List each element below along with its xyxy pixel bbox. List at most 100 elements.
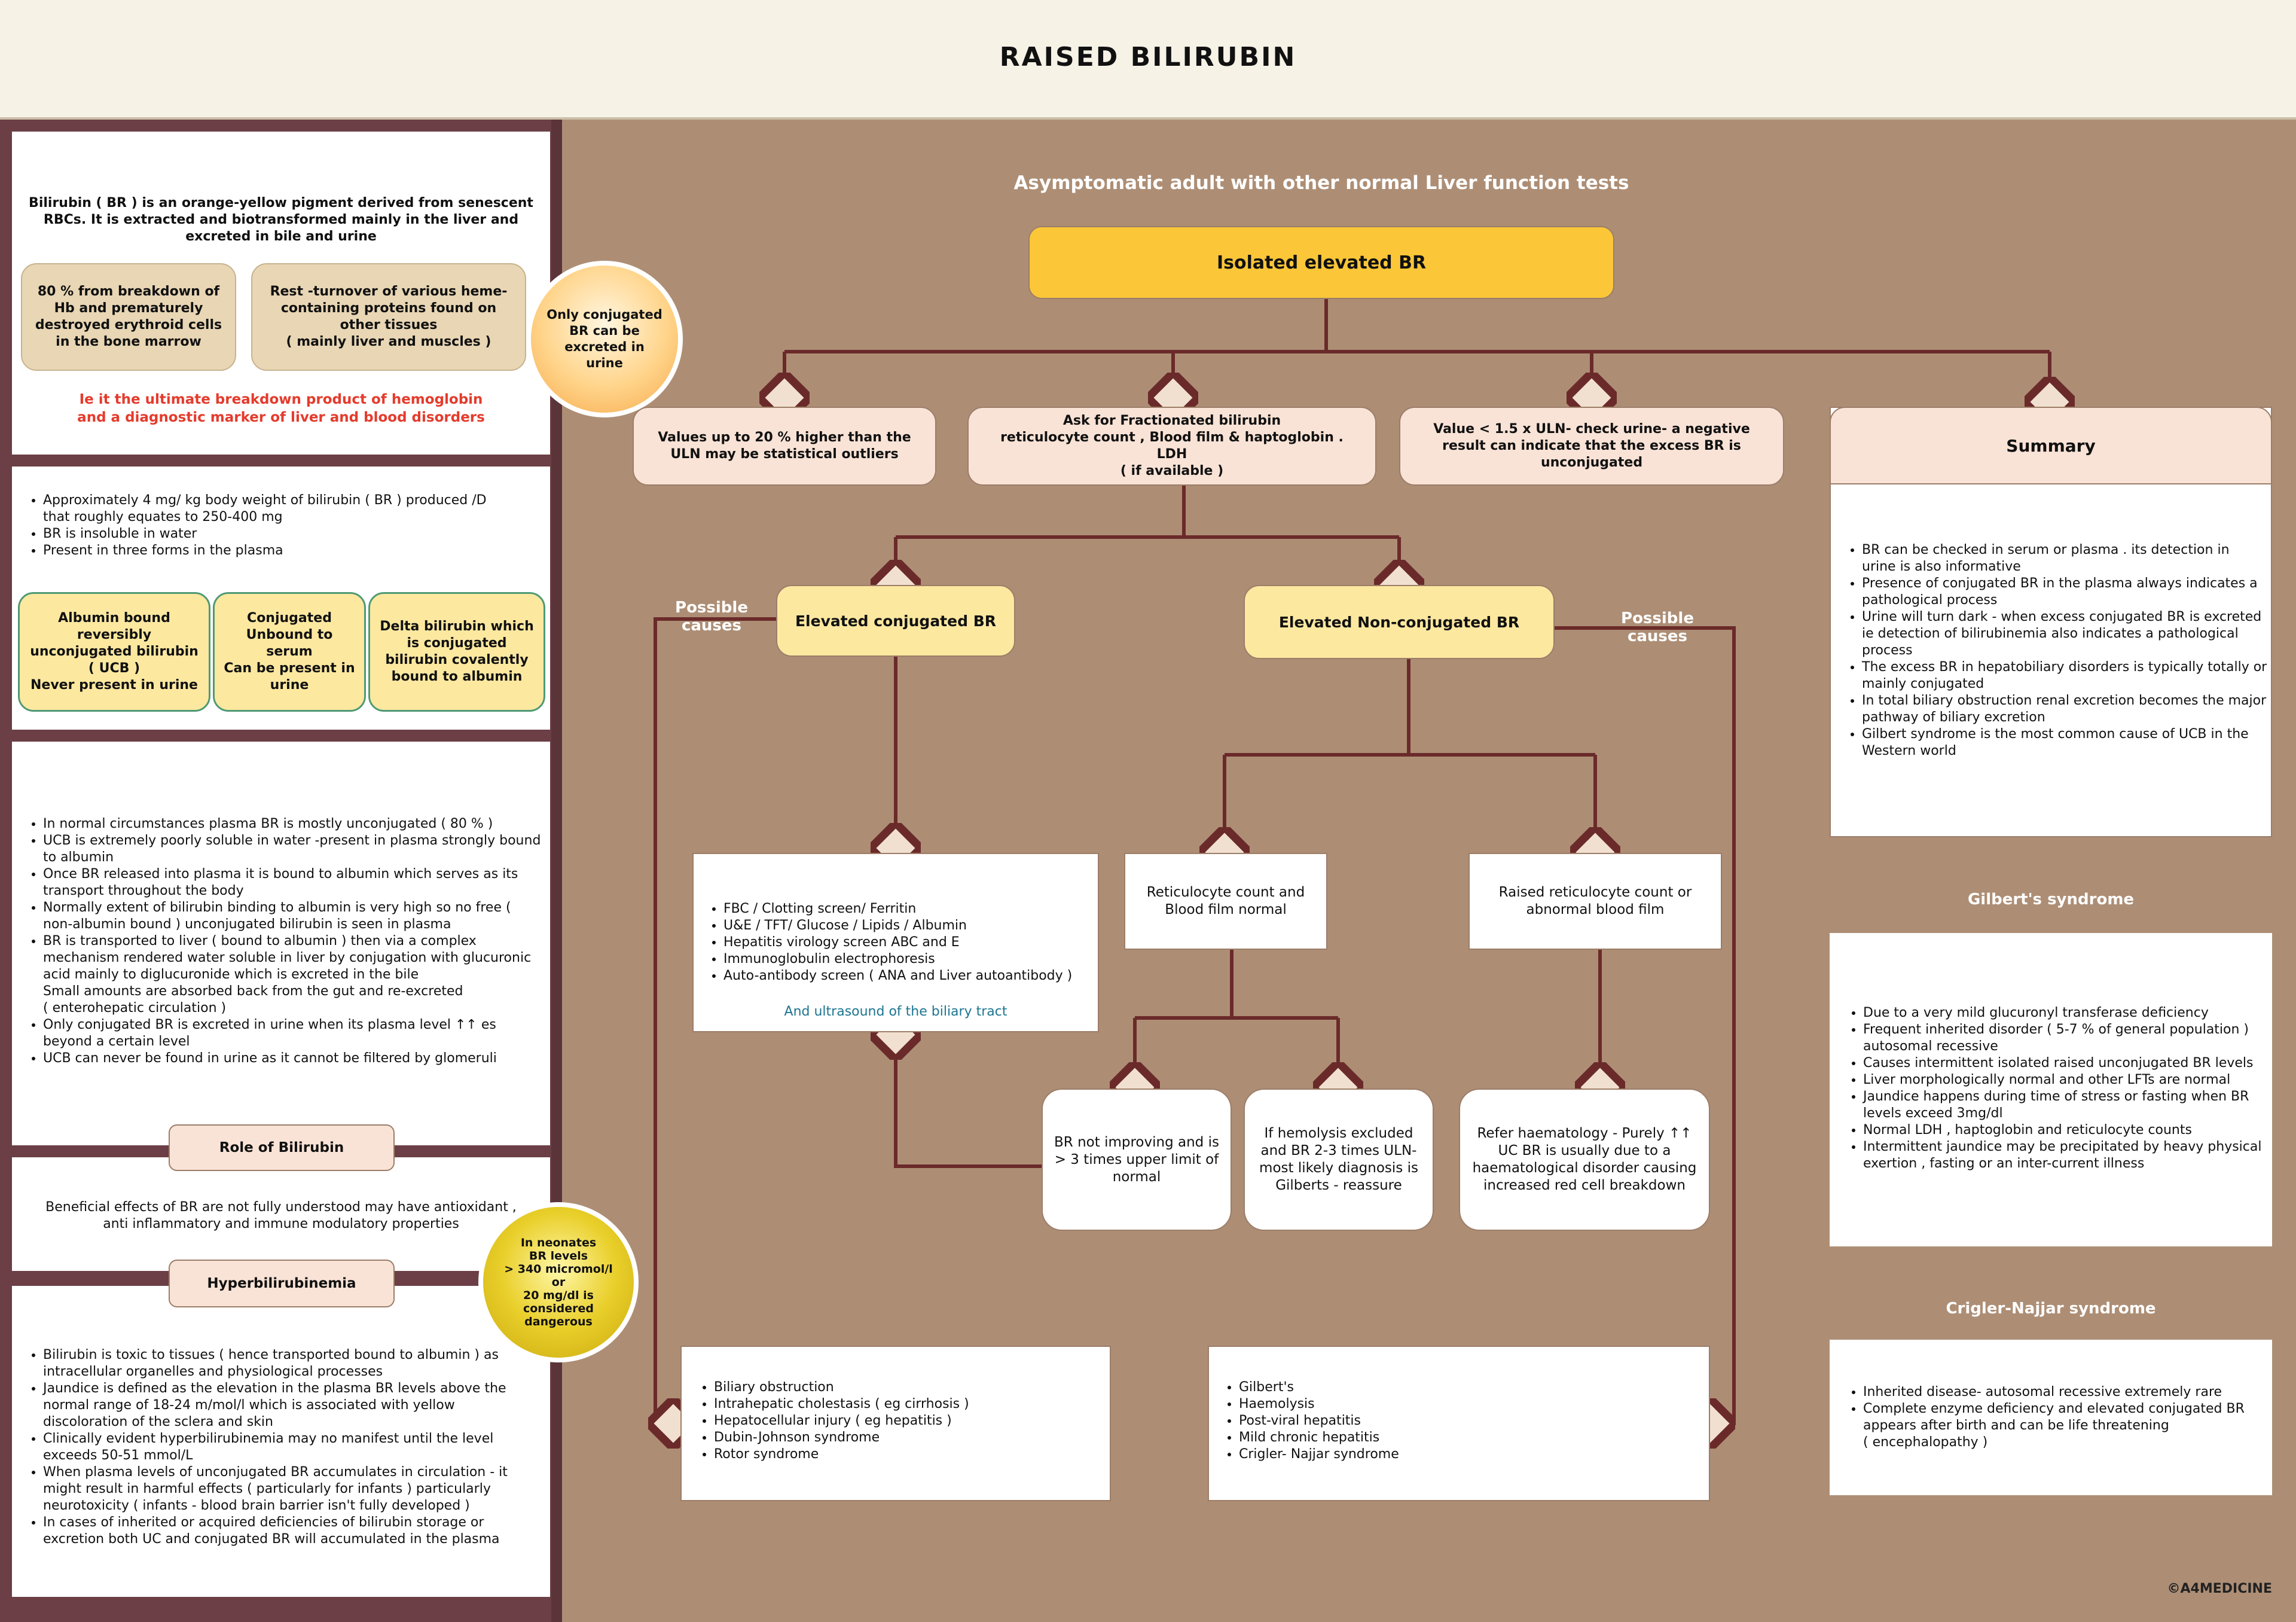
summary-item: The excess BR in hepatobiliary disorders… (1862, 659, 2267, 693)
connector-retic-normal-split (1135, 950, 1338, 1020)
refer-haematology-box: Refer haematology - Purely ↑↑ UC BR is u… (1459, 1089, 1710, 1231)
gilbert-item: Causes intermittent isolated raised unco… (1863, 1055, 2266, 1072)
summary-item: BR can be checked in serum or plasma . i… (1862, 542, 2267, 575)
crigler-item: Complete enzyme deficiency and elevated … (1863, 1401, 2266, 1451)
summary-item: Presence of conjugated BR in the plasma … (1862, 575, 2267, 609)
role-title: Role of Bilirubin (169, 1124, 395, 1171)
ultimate-product-text: Ie it the ultimate breakdown product of … (77, 392, 485, 425)
possible-causes-left: Possible causes (675, 599, 748, 635)
hyper-title: Hyperbilirubinemia (169, 1260, 395, 1307)
urine-check-box: Value < 1.5 x ULN- check urine- a negati… (1399, 407, 1784, 486)
gilbert-item: Normal LDH , haptoglobin and reticulocyt… (1863, 1122, 2266, 1139)
summary-item: In total biliary obstruction renal excre… (1862, 693, 2267, 726)
source-hb-box: 80 % from breakdown of Hb and prematurel… (21, 263, 236, 371)
physiology-item: UCB is extremely poorly soluble in water… (43, 833, 544, 866)
summary-item: Gilbert syndrome is the most common caus… (1862, 726, 2267, 760)
intro-text: Bilirubin ( BR ) is an orange-yellow pig… (29, 196, 533, 244)
page-title: RAISED BILIRUBIN (999, 42, 1297, 72)
tests-item: FBC / Clotting screen/ Ferritin (723, 901, 1093, 917)
connector-ask-split (896, 486, 1399, 539)
gilbert-item: Frequent inherited disorder ( 5-7 % of g… (1863, 1022, 2266, 1055)
facts-list: Approximately 4 mg/ kg body weight of bi… (24, 492, 514, 559)
ask-fractionated-box: Ask for Fractionated bilirubin reticuloc… (967, 407, 1376, 486)
physiology-item: Once BR released into plasma it is bound… (43, 866, 544, 900)
conjugated-box: Elevated conjugated BR (776, 585, 1015, 657)
tests-list: FBC / Clotting screen/ Ferritin U&E / TF… (704, 901, 1093, 984)
connector-left-causes (655, 617, 776, 1423)
physiology-item: In normal circumstances plasma BR is mos… (43, 816, 544, 833)
copyright-text: ©A4MEDICINE (2167, 1581, 2272, 1596)
role-text: Beneficial effects of BR are not fully u… (45, 1200, 517, 1231)
source-rest-box: Rest -turnover of various heme-containin… (251, 263, 526, 371)
tests-item: Hepatitis virology screen ABC and E (723, 934, 1093, 951)
form-ucb-box: Albumin bound reversibly unconjugated bi… (18, 592, 210, 712)
hyper-item: When plasma levels of unconjugated BR ac… (43, 1464, 514, 1514)
connector-nonconj-split (1225, 659, 1595, 757)
gilbert-title: Gilbert's syndrome (1967, 891, 2135, 908)
physiology-item: UCB can never be found in urine as it ca… (43, 1050, 544, 1067)
nonconjugated-box: Elevated Non-conjugated BR (1244, 585, 1555, 659)
summary-item: Urine will turn dark - when excess conju… (1862, 609, 2267, 659)
cause-item: Rotor syndrome (714, 1446, 1101, 1463)
physiology-item: Only conjugated BR is excreted in urine … (43, 1017, 544, 1050)
role-box (12, 1157, 550, 1271)
gilbert-item: Intermittent jaundice may be precipitate… (1863, 1139, 2266, 1172)
facts-item: Approximately 4 mg/ kg body weight of bi… (43, 492, 514, 526)
physiology-item: Normally extent of bilirubin binding to … (43, 900, 544, 933)
physiology-item: BR is transported to liver ( bound to al… (43, 933, 544, 1017)
causes-conj-box (680, 1346, 1111, 1501)
physiology-box (12, 742, 550, 1145)
header-divider (0, 117, 2296, 120)
possible-causes-right: Possible causes (1621, 609, 1694, 645)
retic-normal-box: Reticulocyte count and Blood film normal (1124, 853, 1327, 950)
crigler-title: Crigler-Najjar syndrome (1946, 1300, 2156, 1318)
tests-item: Immunoglobulin electrophoresis (723, 951, 1093, 968)
tests-item: U&E / TFT/ Glucose / Lipids / Albumin (723, 917, 1093, 934)
connector-back-to-tests (896, 1035, 1042, 1168)
cause-item: Hepatocellular injury ( eg hepatitis ) (714, 1413, 1101, 1429)
crigler-box (1830, 1340, 2272, 1495)
retic-raised-box: Raised reticulocyte count or abnormal bl… (1468, 853, 1722, 950)
causes-nonconj-box (1208, 1346, 1710, 1501)
hyper-item: Clinically evident hyperbilirubinemia ma… (43, 1431, 514, 1464)
physiology-list: In normal circumstances plasma BR is mos… (24, 816, 544, 1067)
form-conjugated-box: Conjugated Unbound to serum Can be prese… (213, 592, 366, 712)
connector-right-causes (1555, 626, 1736, 1423)
facts-item: BR is insoluble in water (43, 526, 514, 542)
summary-list: BR can be checked in serum or plasma . i… (1843, 542, 2267, 760)
facts-item: Present in three forms in the plasma (43, 542, 514, 559)
gilbert-item: Jaundice happens during time of stress o… (1863, 1089, 2266, 1122)
crigler-item: Inherited disease- autosomal recessive e… (1863, 1384, 2266, 1401)
causes-nonconj-list: Gilbert's Haemolysis Post-viral hepatiti… (1220, 1379, 1698, 1463)
tests-box (692, 853, 1099, 1032)
cause-item: Post-viral hepatitis (1239, 1413, 1698, 1429)
ultrasound-text: And ultrasound of the biliary tract (784, 1004, 1007, 1019)
cause-item: Mild chronic hepatitis (1239, 1429, 1698, 1446)
neonate-circle: In neonates BR levels > 340 micromol/l o… (478, 1202, 639, 1362)
gilbert-item: Due to a very mild glucuronyl transferas… (1863, 1005, 2266, 1022)
cause-item: Crigler- Najjar syndrome (1239, 1446, 1698, 1463)
summary-title: Summary (1830, 407, 2272, 484)
not-improving-box: BR not improving and is > 3 times upper … (1042, 1089, 1232, 1231)
outliers-box: Values up to 20 % higher than the ULN ma… (633, 407, 936, 486)
cause-item: Intrahepatic cholestasis ( eg cirrhosis … (714, 1396, 1101, 1413)
cause-item: Biliary obstruction (714, 1379, 1101, 1396)
form-delta-box: Delta bilirubin which is conjugated bili… (368, 592, 545, 712)
hyper-box (12, 1286, 550, 1597)
isolated-elevated-box: Isolated elevated BR (1028, 226, 1614, 299)
cause-item: Dubin-Johnson syndrome (714, 1429, 1101, 1446)
hyper-item: Bilirubin is toxic to tissues ( hence tr… (43, 1347, 514, 1380)
tests-item: Auto-antibody screen ( ANA and Liver aut… (723, 968, 1093, 984)
hyper-item: In cases of inherited or acquired defici… (43, 1514, 514, 1548)
cause-item: Gilbert's (1239, 1379, 1698, 1396)
gilbert-item: Liver morphologically normal and other L… (1863, 1072, 2266, 1089)
header-bar (0, 0, 2296, 118)
gilbert-list: Due to a very mild glucuronyl transferas… (1844, 1005, 2266, 1172)
hemolysis-excluded-box: If hemolysis excluded and BR 2-3 times U… (1244, 1089, 1434, 1231)
causes-conj-list: Biliary obstruction Intrahepatic cholest… (695, 1379, 1101, 1463)
flow-subtitle: Asymptomatic adult with other normal Liv… (1013, 172, 1629, 194)
conjugated-urine-circle: Only conjugated BR can be excreted in ur… (526, 261, 683, 417)
hyper-item: Jaundice is defined as the elevation in … (43, 1380, 514, 1431)
hyper-list: Bilirubin is toxic to tissues ( hence tr… (24, 1347, 514, 1548)
